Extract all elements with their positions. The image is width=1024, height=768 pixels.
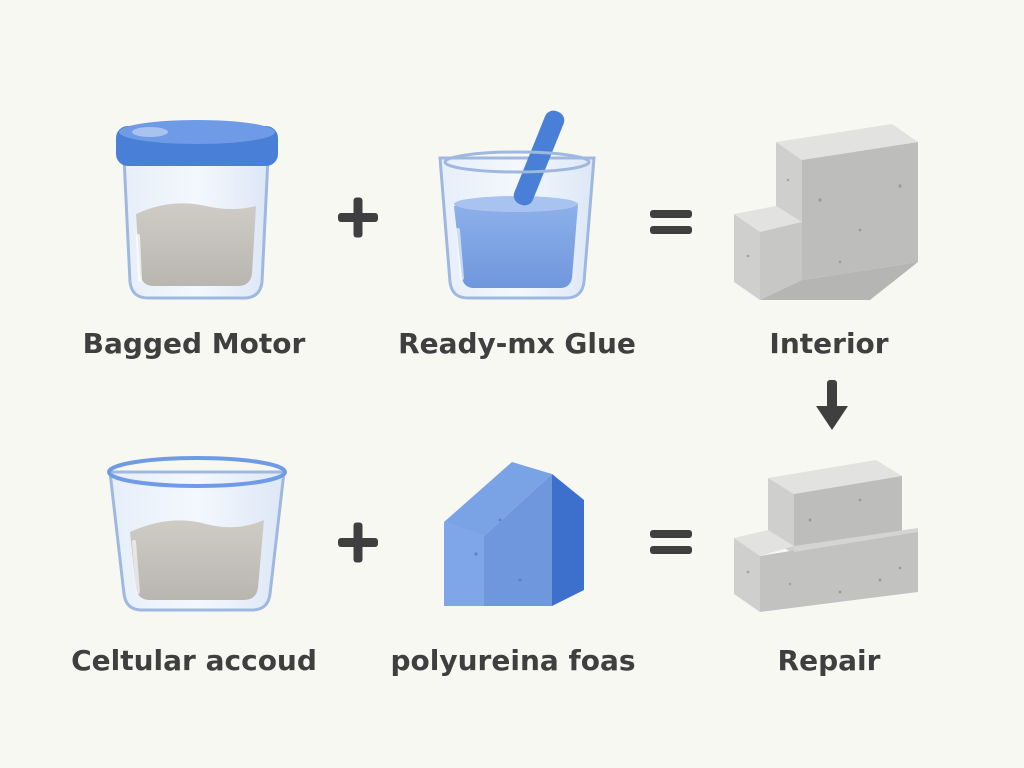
- concrete-step-icon: [734, 124, 918, 300]
- down-arrow-icon: [816, 380, 848, 430]
- row1-result-label: Interior: [769, 327, 889, 360]
- lidded-jar-icon: [116, 120, 278, 300]
- open-jar-icon: [107, 456, 287, 612]
- row1-first-label: Bagged Motor: [82, 327, 306, 360]
- plus-icon: [338, 197, 378, 238]
- equals-icon: [650, 210, 692, 234]
- foam-block-icon: [444, 462, 584, 606]
- plus-icon: [338, 522, 378, 563]
- row2-first-label: Celtular accoud: [71, 644, 317, 677]
- concrete-step-icon: [734, 460, 918, 612]
- row2-second-label: polyureina foas: [390, 644, 636, 677]
- glue-cup-icon: [438, 110, 596, 300]
- row1-second-label: Ready-mx Glue: [398, 327, 636, 360]
- equals-icon: [650, 530, 692, 554]
- row2-result-label: Repair: [777, 644, 881, 677]
